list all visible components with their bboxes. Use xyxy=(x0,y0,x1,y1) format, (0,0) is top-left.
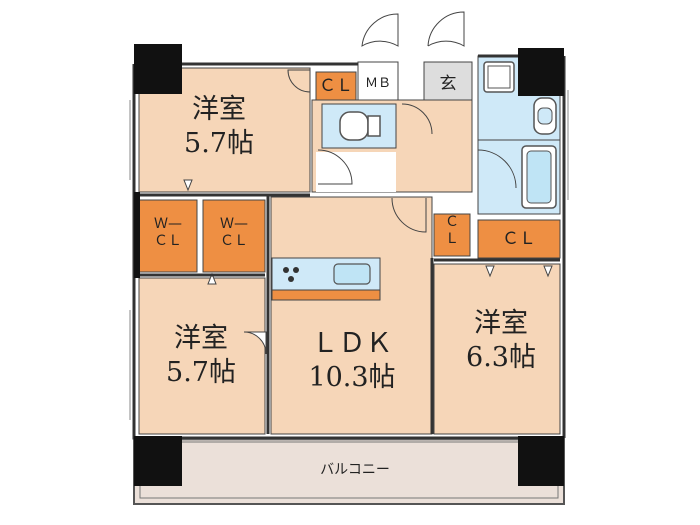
balcony-area xyxy=(133,435,565,505)
column-mid-left xyxy=(134,192,140,278)
closet-right-small xyxy=(433,213,471,257)
closet-wcl-left xyxy=(138,199,198,273)
door-bath xyxy=(477,149,517,189)
kitchen-sink-icon xyxy=(333,263,371,285)
room-size-western-c: 6.3帖 xyxy=(466,342,536,373)
wcl-right-label: Ｗ— ＣＬ xyxy=(220,216,248,249)
column-top-right xyxy=(518,48,564,96)
room-size-western-b: 5.7帖 xyxy=(166,357,236,388)
washing-machine-icon xyxy=(483,61,515,93)
mb-box xyxy=(357,61,399,101)
room-western-b xyxy=(138,277,266,435)
room-name-western-a: 洋室 xyxy=(192,94,246,125)
right-cl-label: ＣＬ xyxy=(502,229,536,249)
door-entry-2 xyxy=(427,11,465,47)
door-western-b xyxy=(243,331,267,355)
door-ldk xyxy=(391,197,427,233)
column-bottom-right xyxy=(518,436,564,486)
wcl-left-label: Ｗ— ＣＬ xyxy=(154,216,182,249)
room-name-western-b: 洋室 xyxy=(174,323,228,354)
closet-top-label: ＣＬ xyxy=(319,76,353,96)
column-top-left xyxy=(134,44,182,94)
genkan-label: 玄 xyxy=(439,74,457,94)
toilet-icon xyxy=(339,111,369,141)
room-size-western-a: 5.7帖 xyxy=(184,128,254,159)
right-cl-small-label: Ｃ Ｌ xyxy=(445,214,459,247)
door-toilet xyxy=(401,103,433,135)
room-size-ldk: 10.3帖 xyxy=(308,362,396,393)
door-western-a xyxy=(287,69,311,93)
genkan xyxy=(423,61,473,101)
stove-icon xyxy=(283,267,289,273)
balcony-label: バルコニー xyxy=(320,462,390,478)
closet-wcl-right xyxy=(202,199,266,273)
window-lines xyxy=(129,90,569,441)
door-corridor xyxy=(317,149,353,185)
room-name-western-c: 洋室 xyxy=(474,308,528,339)
column-bottom-left xyxy=(134,436,182,486)
door-entry-1 xyxy=(361,13,399,47)
closet-top xyxy=(315,71,357,101)
room-ldk xyxy=(270,196,433,435)
room-name-ldk: ＬＤＫ xyxy=(311,328,393,359)
mb-label: ＭＢ xyxy=(364,76,391,91)
room-western-c xyxy=(433,263,561,435)
closet-right xyxy=(477,219,561,259)
